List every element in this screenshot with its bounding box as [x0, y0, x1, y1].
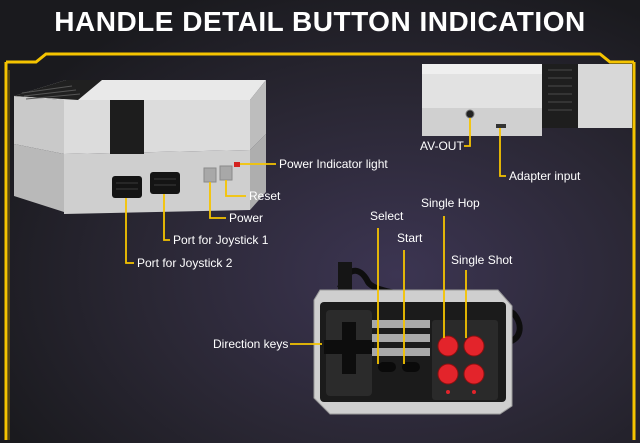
- controller-leader-lines: [290, 216, 467, 364]
- page-title: HANDLE DETAIL BUTTON INDICATION: [54, 6, 586, 37]
- back-leader-lines: [464, 118, 506, 177]
- dpad-horizontal: [324, 340, 374, 354]
- reset-switch: [219, 165, 233, 181]
- joystick-port-2: [112, 176, 142, 198]
- label-port-joystick-2: Port for Joystick 2: [137, 256, 233, 270]
- label-single-hop: Single Hop: [421, 196, 480, 210]
- single-hop-button-top: [437, 335, 459, 357]
- select-button: [378, 362, 396, 372]
- label-power: Power: [229, 211, 264, 225]
- start-button: [402, 362, 420, 372]
- single-hop-button-bottom: [437, 363, 459, 385]
- controller: [313, 262, 523, 415]
- label-port-joystick-1: Port for Joystick 1: [173, 233, 269, 247]
- label-start: Start: [397, 231, 423, 245]
- single-shot-button-bottom: [463, 363, 485, 385]
- power-switch: [203, 167, 217, 183]
- label-power-indicator: Power Indicator light: [279, 157, 388, 171]
- console-back: [422, 64, 632, 136]
- av-out-jack: [465, 109, 475, 119]
- adapter-port: [496, 124, 506, 128]
- label-direction-keys: Direction keys: [213, 337, 289, 351]
- console-front: [14, 80, 266, 214]
- yellow-frame: [4, 52, 636, 440]
- joystick-port-1: [150, 172, 180, 194]
- label-reset: Reset: [249, 189, 281, 203]
- console-leader-lines: [125, 163, 276, 264]
- label-av-out: AV-OUT: [420, 139, 464, 153]
- power-indicator-light: [234, 162, 240, 167]
- single-shot-button-top: [463, 335, 485, 357]
- label-select: Select: [370, 209, 404, 223]
- label-adapter-input: Adapter input: [509, 169, 581, 183]
- label-single-shot: Single Shot: [451, 253, 513, 267]
